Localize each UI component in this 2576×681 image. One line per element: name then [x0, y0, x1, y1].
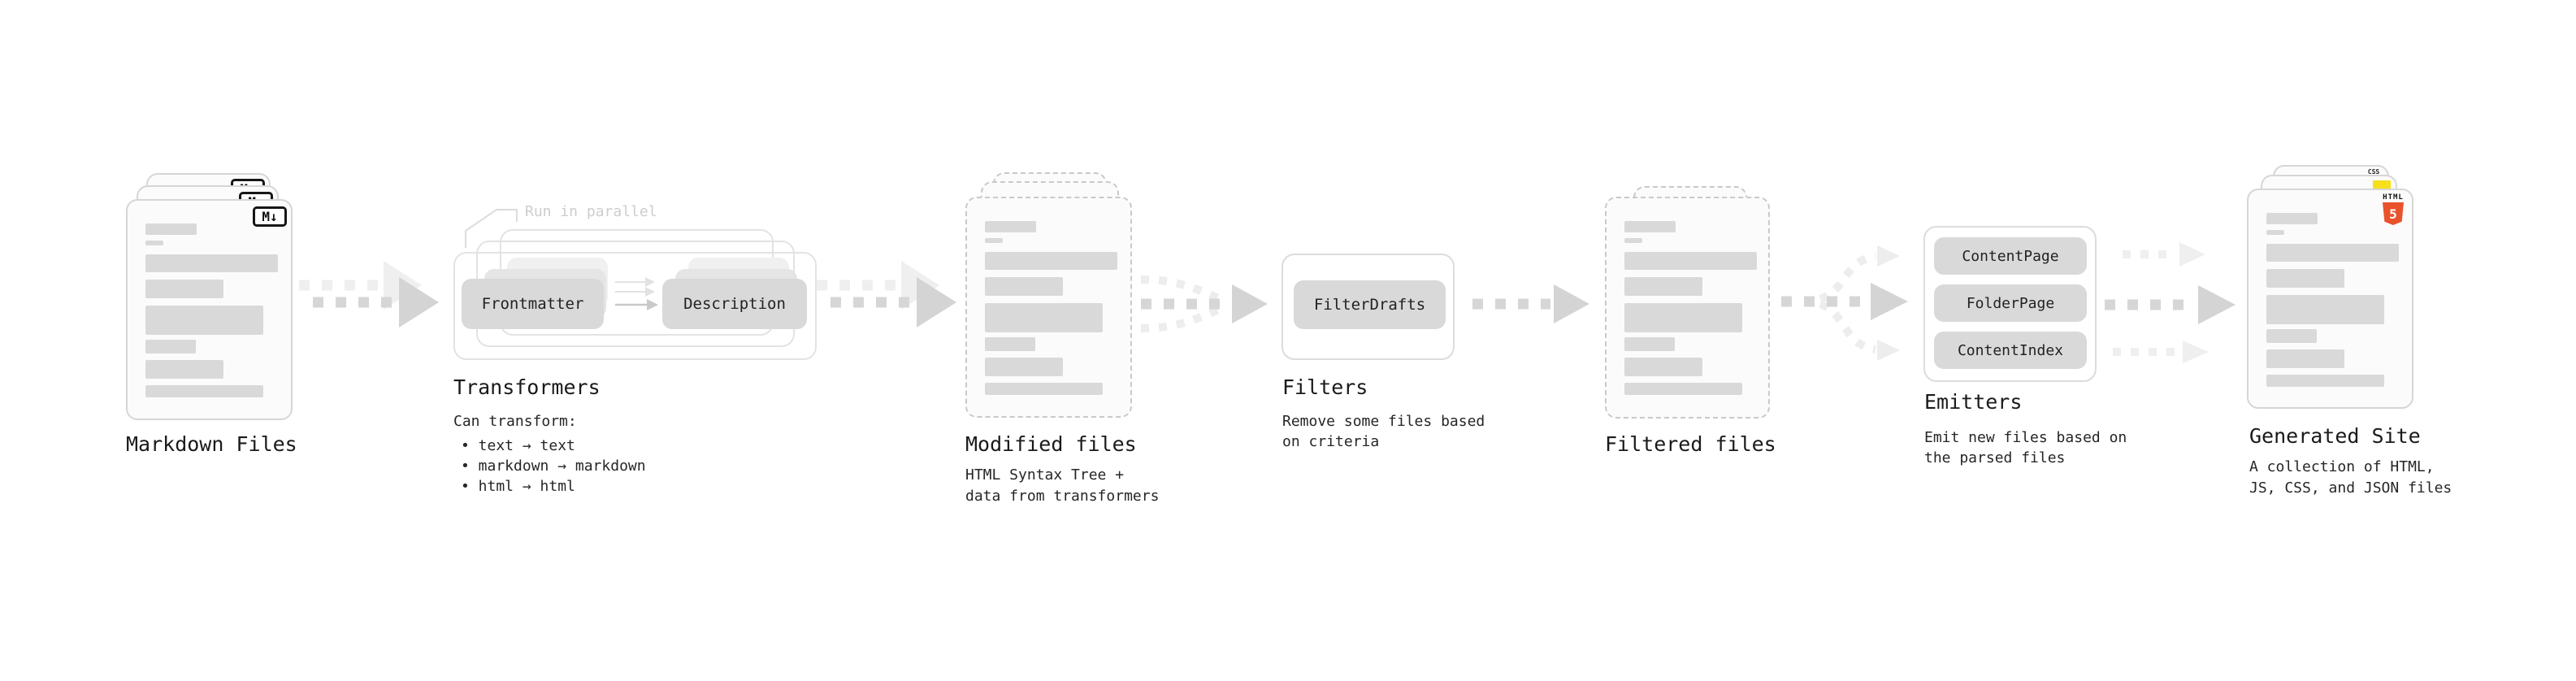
- placeholder-line: [145, 241, 163, 245]
- transformers-group-front: [453, 252, 817, 360]
- html5-icon: HTML 5: [2380, 193, 2406, 225]
- placeholder-line: [985, 358, 1063, 376]
- modified-files-label: Modified files: [965, 432, 1137, 456]
- folderpage-node: FolderPage: [1934, 284, 2087, 322]
- placeholder-line: [985, 238, 1003, 243]
- filters-description: Remove some files based on criteria: [1282, 413, 1485, 450]
- contentindex-node: ContentIndex: [1934, 332, 2087, 369]
- doc-placeholder-lines: [145, 223, 278, 397]
- placeholder-line: [985, 303, 1103, 332]
- placeholder-line: [145, 254, 278, 272]
- placeholder-line: [1624, 277, 1702, 296]
- arrow-filters-to-filtered: [1472, 284, 1589, 323]
- arrow-markdown-to-transformers: [299, 261, 439, 327]
- placeholder-line: [1624, 252, 1757, 270]
- filters-label: Filters: [1282, 375, 1368, 399]
- filtered-files-label: Filtered files: [1605, 432, 1776, 456]
- markdown-card-front: M↓: [126, 199, 293, 420]
- markdown-icon: M↓: [253, 206, 287, 227]
- modified-card-front: [965, 197, 1132, 418]
- generated-site-label: Generated Site: [2249, 424, 2421, 448]
- contentpage-node: ContentPage: [1934, 237, 2087, 275]
- transformers-bullet-list: • text → text • markdown → markdown • ht…: [461, 436, 646, 497]
- description-node: Description: [662, 279, 807, 329]
- placeholder-line: [2266, 230, 2284, 235]
- bullet-item: • markdown → markdown: [461, 458, 646, 475]
- placeholder-line: [145, 360, 223, 379]
- modified-files-description: HTML Syntax Tree + data from transformer…: [965, 466, 1160, 505]
- emitters-label: Emitters: [1924, 390, 2023, 414]
- placeholder-line: [1624, 383, 1742, 395]
- arrow-filtered-to-emitters: [1781, 245, 1908, 361]
- filtered-card-front: [1605, 197, 1770, 419]
- placeholder-line: [985, 383, 1103, 395]
- placeholder-line: [985, 277, 1063, 296]
- doc-placeholder-lines: [2266, 213, 2399, 387]
- placeholder-line: [2266, 349, 2344, 368]
- placeholder-line: [1624, 303, 1742, 332]
- javascript-icon: [2373, 180, 2391, 189]
- doc-placeholder-lines: [1624, 221, 1757, 395]
- run-in-parallel-pointer-line: [465, 209, 518, 248]
- placeholder-line: [145, 306, 263, 335]
- arrow-modified-to-filters: [1140, 275, 1268, 332]
- bullet-item: • html → html: [461, 478, 575, 495]
- bullet-item: • text → text: [461, 437, 575, 454]
- transformers-label: Transformers: [453, 375, 601, 399]
- placeholder-line: [2266, 295, 2384, 324]
- markdown-files-label: Markdown Files: [126, 432, 297, 456]
- placeholder-line: [145, 385, 263, 397]
- arrow-emitters-to-generated: [2105, 242, 2236, 363]
- placeholder-line: [2266, 375, 2384, 387]
- placeholder-line: [145, 280, 223, 298]
- placeholder-line: [2266, 213, 2318, 224]
- run-in-parallel-annotation: Run in parallel: [525, 203, 657, 220]
- doc-placeholder-lines: [985, 221, 1117, 395]
- placeholder-line: [1624, 221, 1676, 232]
- filterdrafts-node: FilterDrafts: [1294, 280, 1446, 329]
- html5-icon-five: 5: [2389, 206, 2397, 222]
- css-icon-text: CSS: [2367, 168, 2380, 176]
- emitters-description: Emit new files based on the parsed files: [1924, 429, 2127, 466]
- placeholder-line: [985, 337, 1035, 351]
- transformers-desc-title: Can transform:: [453, 413, 577, 430]
- placeholder-line: [2266, 269, 2344, 288]
- generated-card-front: HTML 5: [2247, 189, 2413, 409]
- html5-icon-shield: 5: [2383, 202, 2404, 225]
- placeholder-line: [985, 252, 1117, 270]
- placeholder-line: [1624, 337, 1675, 351]
- frontmatter-node: Frontmatter: [462, 279, 604, 329]
- arrow-transformers-to-modified: [817, 261, 956, 327]
- placeholder-line: [145, 340, 196, 354]
- generated-site-description: A collection of HTML, JS, CSS, and JSON …: [2249, 458, 2452, 497]
- arrow-frontmatter-to-description: [615, 277, 658, 310]
- placeholder-line: [2266, 329, 2317, 343]
- placeholder-line: [1624, 358, 1702, 376]
- html5-icon-text: HTML: [2383, 193, 2404, 202]
- placeholder-line: [1624, 238, 1642, 243]
- placeholder-line: [2266, 244, 2399, 262]
- placeholder-line: [985, 221, 1036, 232]
- placeholder-line: [145, 223, 197, 235]
